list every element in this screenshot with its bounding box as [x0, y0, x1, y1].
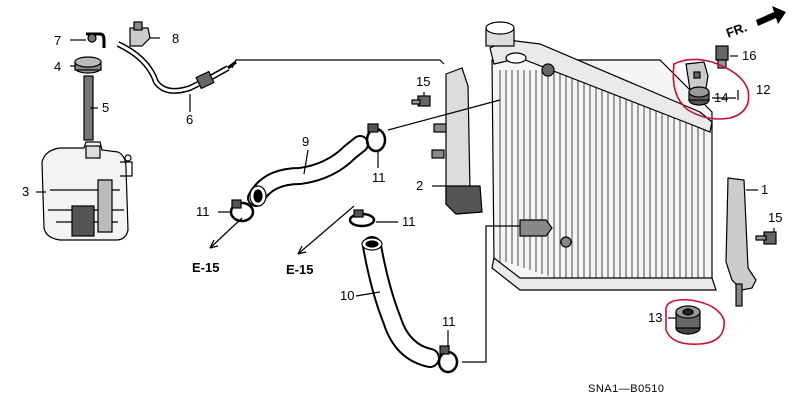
part-label-6: 6	[186, 112, 193, 127]
leader-9	[303, 149, 309, 175]
part-label-15a: 15	[416, 74, 430, 89]
overflow-hose	[116, 41, 237, 94]
part-label-11d: 11	[442, 314, 456, 329]
bolt-left	[411, 95, 431, 107]
radiator	[485, 21, 717, 291]
part-label-4: 4	[54, 59, 61, 74]
ref-e15-left: E-15	[192, 260, 219, 275]
part-label-5: 5	[102, 100, 109, 115]
part-label-16: 16	[742, 48, 756, 63]
joint-elbow	[86, 32, 106, 48]
part-label-13: 13	[648, 310, 662, 325]
arrow-e15-right	[297, 205, 355, 255]
radiator-side-panel	[431, 67, 483, 215]
hose-clamp-upper-right	[365, 123, 387, 153]
part-label-9: 9	[302, 134, 309, 149]
connect-lower	[462, 225, 520, 363]
part-label-11a: 11	[372, 170, 386, 185]
part-label-15b: 15	[768, 210, 782, 225]
part-label-7: 7	[54, 33, 61, 48]
part-label-3: 3	[22, 184, 29, 199]
lower-cushion	[675, 305, 701, 335]
part-label-8: 8	[172, 31, 179, 46]
connect-upper	[387, 99, 501, 131]
part-label-10: 10	[340, 288, 354, 303]
highlight-lower-mount	[665, 298, 725, 346]
part-label-11c: 11	[402, 214, 416, 229]
upper-radiator-hose	[247, 135, 369, 207]
part-label-14: 14	[714, 90, 728, 105]
part-label-11b: 11	[196, 204, 210, 219]
reservoir-cap	[74, 56, 102, 74]
right-side-panel	[725, 177, 757, 307]
bolt-right	[755, 231, 777, 245]
lower-radiator-hose	[361, 236, 440, 368]
part-label-12: 12	[756, 82, 770, 97]
connect-overflow	[231, 59, 445, 69]
part-label-2: 2	[416, 178, 423, 193]
hose-clamp-lower-top	[348, 209, 376, 228]
part-label-1: 1	[761, 182, 768, 197]
diagram-code: SNA1—B0510	[588, 383, 665, 395]
arrowhead-e15-right	[297, 245, 307, 255]
highlight-upper-mount	[672, 58, 750, 120]
hose-clip	[129, 21, 151, 47]
ref-e15-right: E-15	[286, 262, 313, 277]
arrow-e15-left	[209, 217, 243, 249]
reservoir-tank	[41, 141, 133, 241]
upper-bracket	[685, 61, 709, 91]
front-label: FR.	[724, 19, 749, 40]
front-direction-arrow: FR.	[724, 6, 786, 41]
arrowhead-e15-left	[209, 239, 219, 249]
leader-10	[355, 291, 381, 297]
hose-clamp-upper-left	[229, 199, 255, 223]
hose-clamp-lower-bottom	[437, 345, 459, 374]
upper-cushion	[688, 86, 710, 106]
